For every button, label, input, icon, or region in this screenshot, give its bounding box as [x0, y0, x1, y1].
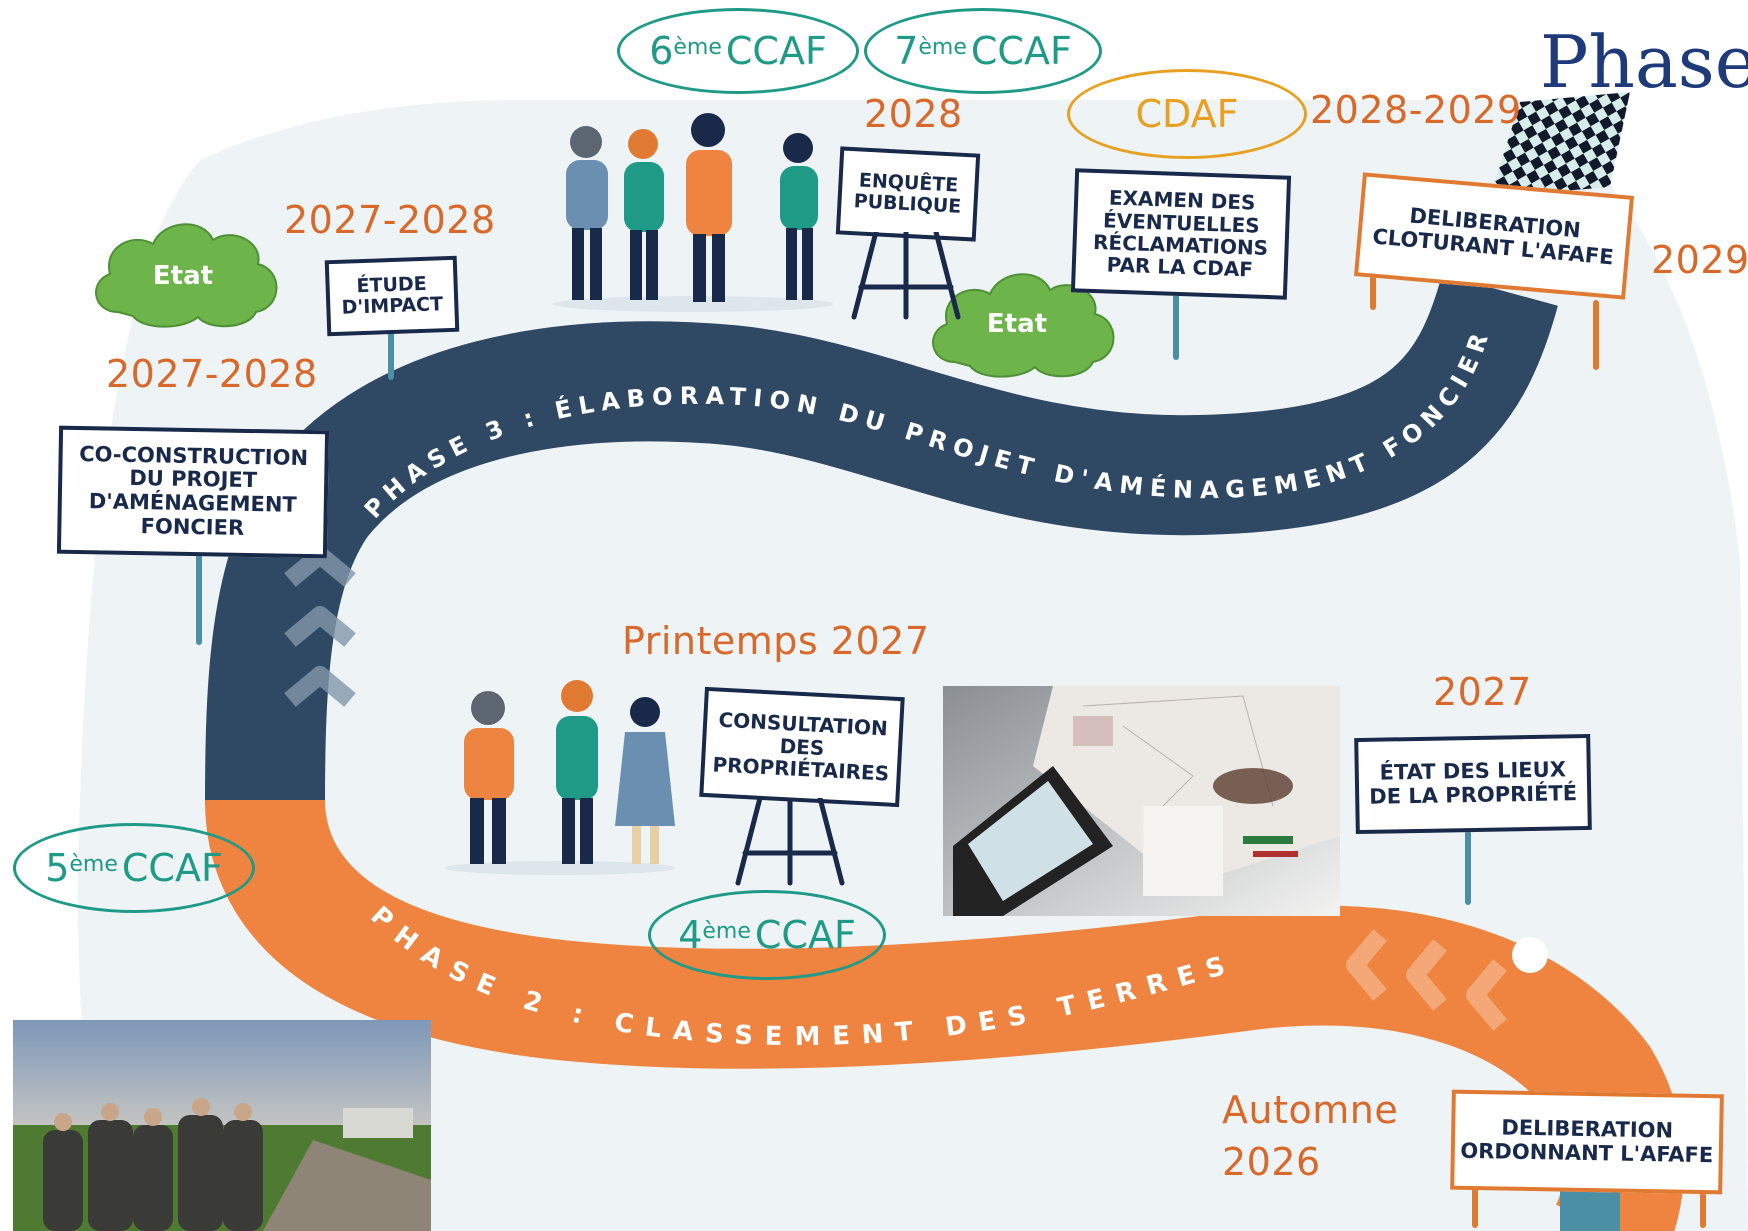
sign-post	[1465, 825, 1471, 905]
ccaf-number: 5	[45, 846, 70, 890]
ccaf-label: CCAF	[754, 913, 856, 957]
sign-line: ORDONNANT L'AFAFE	[1460, 1138, 1714, 1168]
cloud-icon: Etat	[95, 223, 278, 328]
date-consultation: Printemps 2027	[622, 619, 930, 663]
easel-icon	[851, 232, 961, 320]
sign-line: D'IMPACT	[341, 293, 444, 319]
ccaf-superscript: ème	[673, 34, 722, 60]
cloud-icon: Etat	[932, 273, 1115, 378]
sign-line: D'AMÉNAGEMENT	[88, 489, 297, 517]
date-cloture: 2029	[1651, 238, 1748, 282]
date-enquete: 2028	[864, 92, 963, 136]
checkered-flag-icon	[1490, 92, 1630, 197]
sign-line: PUBLIQUE	[853, 190, 962, 218]
sign-post	[1370, 265, 1376, 310]
ccaf-superscript: ème	[69, 851, 118, 877]
ccaf-label: CCAF	[970, 29, 1072, 73]
cdaf-badge: CDAF	[1067, 69, 1307, 159]
ccaf-superscript: ème	[702, 918, 751, 944]
people-group-icon	[553, 113, 833, 312]
easel-icon	[735, 798, 845, 886]
sign-post	[1700, 1190, 1706, 1228]
sign-post	[388, 320, 394, 380]
ccaf-number: 4	[678, 913, 703, 957]
photo-laptop-plans	[943, 686, 1340, 916]
ccaf-label: CCAF	[121, 846, 223, 890]
chevron-arrow-icon	[1346, 929, 1507, 1031]
ccaf-number: 6	[649, 29, 674, 73]
sign-post	[1472, 1178, 1478, 1228]
sign-post	[196, 540, 202, 645]
date-etude-impact: 2027-2028	[284, 198, 496, 242]
date-automne-2: 2026	[1222, 1140, 1321, 1184]
date-cdaf: 2028-2029	[1310, 88, 1522, 132]
sign-line: CO-CONSTRUCTION	[78, 441, 309, 470]
cloud-label-right: Etat	[987, 309, 1047, 339]
page-title: Phase	[1540, 20, 1748, 104]
sign-post	[1173, 290, 1179, 360]
people-group-icon	[445, 680, 675, 875]
sign-line: DE LA PROPRIÉTÉ	[1369, 781, 1578, 809]
date-etat-lieux: 2027	[1433, 670, 1532, 714]
ccaf-number: 7	[894, 29, 919, 73]
photo-field-group	[13, 1020, 431, 1231]
sign-post	[1593, 300, 1599, 370]
cloud-label-left: Etat	[153, 261, 213, 291]
sign-line: PAR LA CDAF	[1106, 252, 1254, 282]
phase2-road	[205, 797, 1684, 1231]
sign-line: FONCIER	[140, 513, 245, 540]
date-automne-1: Automne	[1222, 1088, 1399, 1132]
date-co-construction: 2027-2028	[106, 352, 318, 396]
ccaf-label: CCAF	[725, 29, 827, 73]
ccaf-superscript: ème	[918, 34, 967, 60]
